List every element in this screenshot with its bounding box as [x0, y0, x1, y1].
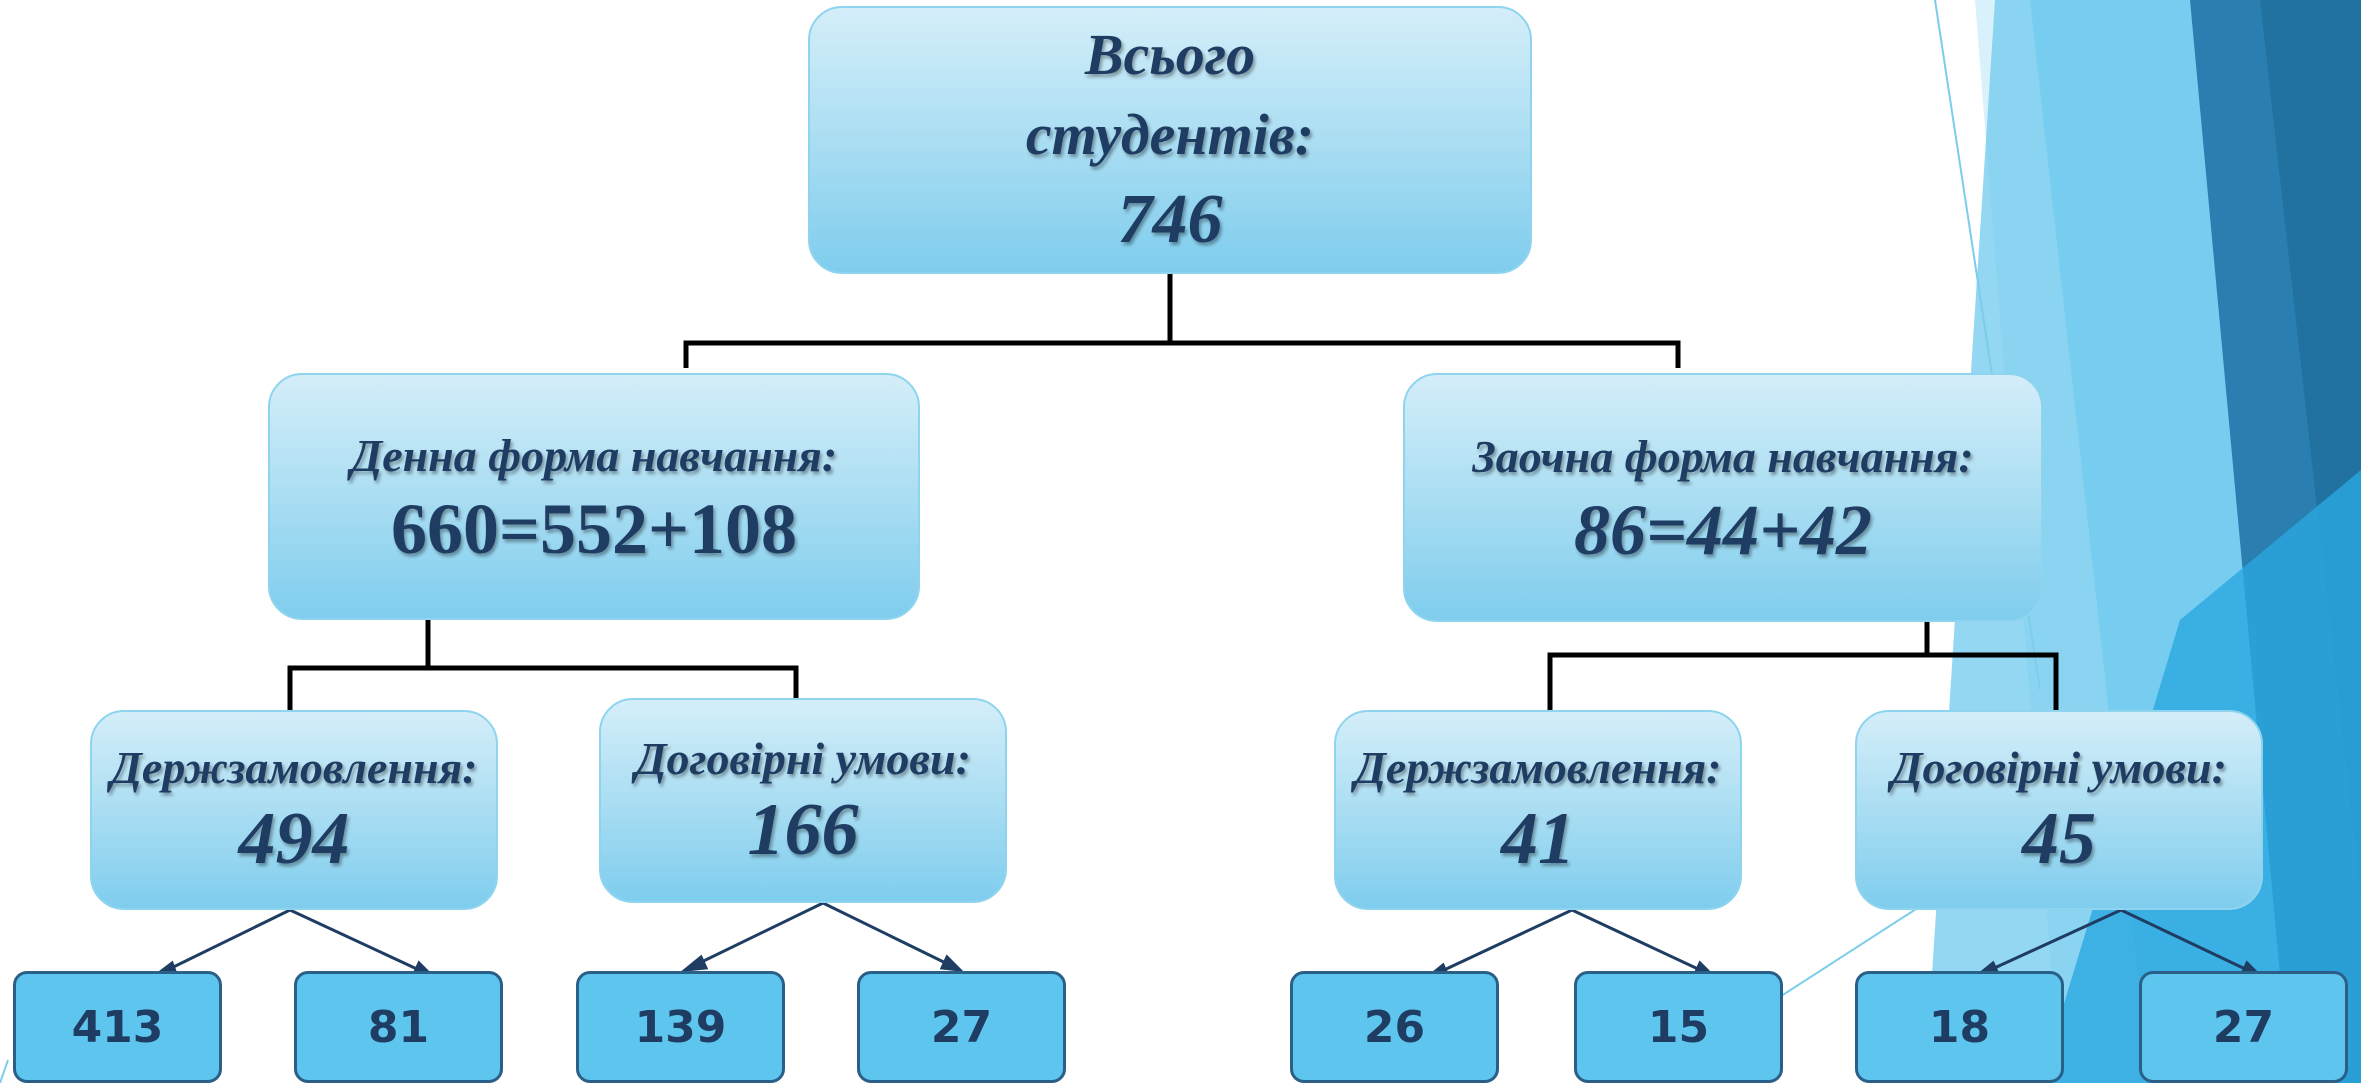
node-extramural-state-order: Держзамовлення: 41 [1334, 710, 1742, 910]
node-day-value: 660=552+108 [390, 488, 798, 569]
node-day-study: Денна форма навчання: 660=552+108 [268, 373, 920, 620]
decor-left-edge [0, 1059, 9, 1083]
node-total-students: Всього студентів: 746 [808, 6, 1532, 274]
node-extramural-contract-value: 45 [2022, 798, 2096, 880]
node-total-value: 746 [1117, 181, 1223, 258]
node-extramural-value: 86=44+42 [1573, 489, 1873, 570]
node-total-title-line2: студентів: [1025, 102, 1315, 167]
node-day-state-value: 494 [238, 798, 350, 880]
node-extramural-state-label: Держзамовлення: [1354, 742, 1722, 793]
node-extramural-label: Заочна форма навчання: [1472, 430, 1974, 482]
arrowhead [680, 954, 709, 972]
leaf-extramural-contract-1: 18 [1855, 971, 2064, 1083]
leaf-day-state-1: 413 [13, 971, 222, 1083]
arrowhead [939, 954, 965, 972]
tree-connectors [287, 274, 2059, 710]
node-extramural-contract: Договірні умови: 45 [1855, 710, 2263, 910]
leaf-day-state-2: 81 [294, 971, 503, 1083]
node-extramural-state-value: 41 [1501, 798, 1575, 880]
connector-root-bar [683, 340, 1681, 368]
node-total-title-line1: Всього [1084, 22, 1256, 87]
node-day-contract-label: Договірні умови: [635, 732, 971, 784]
connector-day-bar [287, 665, 799, 710]
decor-thin-line [1774, 899, 1931, 1001]
node-day-state-label: Держзамовлення: [110, 742, 478, 793]
node-day-contract: Договірні умови: 166 [599, 698, 1007, 903]
leaf-day-contract-2: 27 [857, 971, 1066, 1083]
leaf-day-contract-1: 139 [576, 971, 785, 1083]
leaf-extramural-state-1: 26 [1290, 971, 1499, 1083]
leaf-extramural-contract-2: 27 [2139, 971, 2348, 1083]
node-extramural-study: Заочна форма навчання: 86=44+42 [1403, 373, 2043, 622]
node-extramural-contract-label: Договірні умови: [1891, 742, 2227, 793]
node-day-label: Денна форма навчання: [350, 429, 838, 481]
leaf-extramural-state-2: 15 [1574, 971, 1783, 1083]
connector-extramural-bar [1547, 652, 2059, 710]
node-day-state-order: Держзамовлення: 494 [90, 710, 498, 910]
node-day-contract-value: 166 [747, 788, 859, 871]
